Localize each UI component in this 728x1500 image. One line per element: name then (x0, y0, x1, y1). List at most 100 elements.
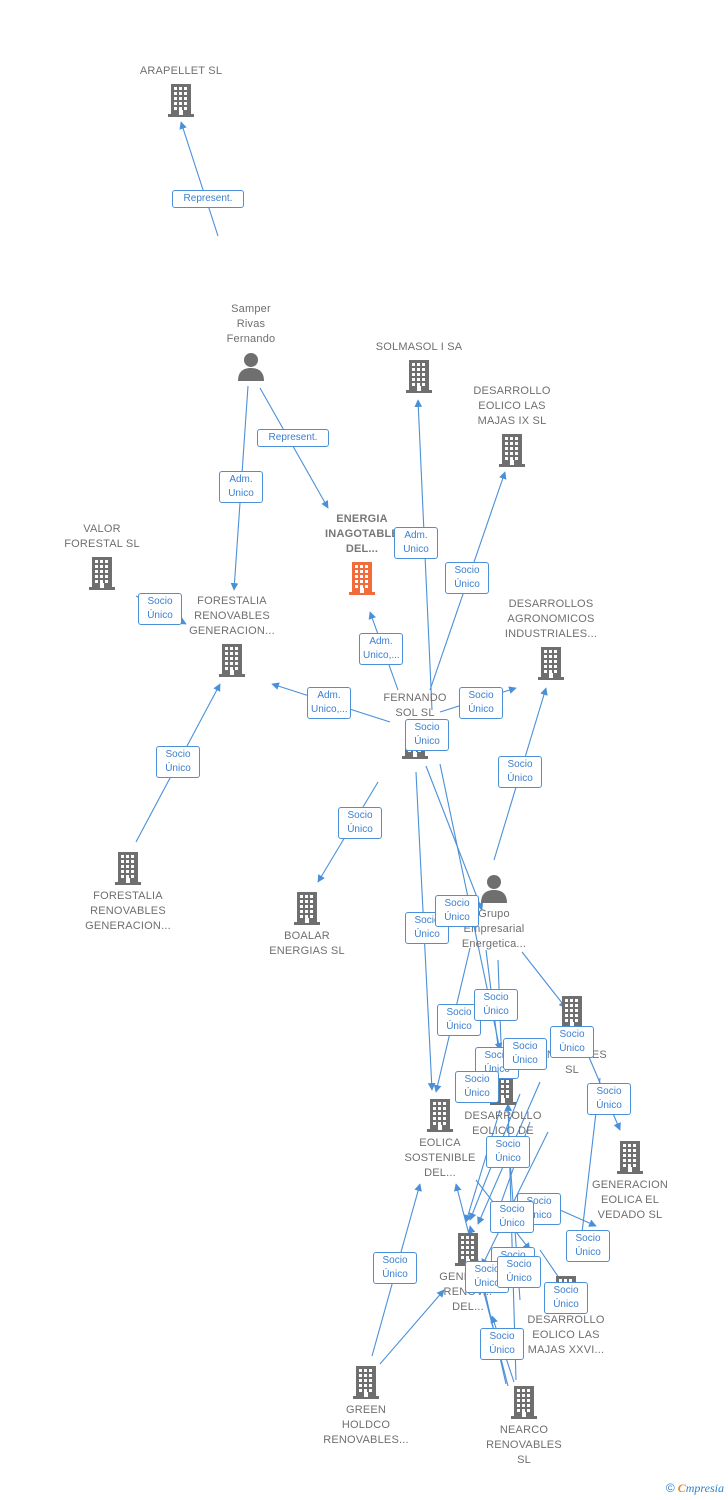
node-label: GREEN HOLDCO RENOVABLES... (323, 1404, 409, 1446)
node-green[interactable]: GREEN HOLDCO RENOVABLES... (301, 1365, 431, 1448)
building-icon (353, 1366, 379, 1399)
node-label: FERNANDO SOL SL (383, 692, 447, 719)
edge-line (559, 1209, 597, 1227)
relationship-label[interactable]: Socio Único (455, 1071, 499, 1103)
relationship-label[interactable]: Represent. (172, 190, 244, 208)
building-icon (447, 433, 577, 467)
node-grupo[interactable]: Grupo Empresarial Energetica... (429, 873, 559, 952)
node-vedado[interactable]: GENERACION EOLICA EL VEDADO SL (565, 1140, 695, 1223)
relationship-label[interactable]: Socio Único (544, 1282, 588, 1314)
node-label: Samper Rivas Fernando (226, 303, 276, 345)
building-icon (167, 643, 297, 677)
building-icon (459, 1385, 589, 1419)
person-icon (238, 353, 264, 381)
relationship-label[interactable]: Adm. Unico (219, 471, 263, 503)
edge-line (521, 951, 567, 1009)
node-label: GENERACION EOLICA EL VEDADO SL (592, 1179, 668, 1221)
node-label: FORESTALIA RENOVABLES GENERACION... (85, 890, 171, 932)
relationship-label[interactable]: Socio Único (435, 895, 479, 927)
node-label: FORESTALIA RENOVABLES GENERACION... (189, 595, 275, 637)
edge-line (481, 1131, 549, 1267)
relationship-label[interactable]: Represent. (257, 429, 329, 447)
node-forestalia1[interactable]: FORESTALIA RENOVABLES GENERACION... (167, 594, 297, 677)
building-icon (168, 84, 194, 117)
node-arapellet[interactable]: ARAPELLET SL (116, 64, 246, 117)
building-icon (617, 1141, 643, 1174)
building-icon (219, 644, 245, 677)
node-label: SOLMASOL I SA (375, 341, 463, 353)
node-label: Grupo Empresarial Energetica... (461, 908, 527, 950)
node-boalar[interactable]: BOALAR ENERGIAS SL (242, 891, 372, 959)
relationship-label[interactable]: Adm. Unico,... (359, 633, 403, 665)
brand-initial: C (677, 1481, 686, 1495)
building-icon (116, 83, 246, 117)
building-icon (89, 557, 115, 590)
node-label: DESARROLLO EOLICO LAS MAJAS XXVI... (527, 1314, 605, 1356)
relationship-label[interactable]: Socio Único (459, 687, 503, 719)
node-label: NEARCO RENOVABLES SL (486, 1424, 562, 1466)
relationship-label[interactable]: Socio Único (373, 1252, 417, 1284)
relationship-label[interactable]: Socio Único (156, 746, 200, 778)
node-label: DESARROLLOS AGRONOMICOS INDUSTRIALES... (504, 598, 598, 640)
building-icon (559, 996, 585, 1029)
building-icon (538, 647, 564, 680)
building-icon (499, 434, 525, 467)
building-icon (37, 556, 167, 590)
building-icon (63, 851, 193, 885)
edge-line (425, 765, 484, 911)
relationship-label[interactable]: Adm. Unico,... (307, 687, 351, 719)
edge-line (179, 121, 219, 237)
relationship-label[interactable]: Socio Único (405, 719, 449, 751)
node-label: DESARROLLO EOLICO LAS MAJAS IX SL (473, 385, 551, 427)
node-energia[interactable]: ENERGIA INAGOTABLE DEL... (297, 512, 427, 595)
building-icon (511, 1386, 537, 1419)
node-nearco[interactable]: NEARCO RENOVABLES SL (459, 1385, 589, 1468)
person-icon (481, 875, 507, 903)
edge-line (379, 1289, 445, 1365)
building-icon (294, 892, 320, 925)
brand-name: mpresia (685, 1481, 724, 1495)
node-label: ENERGIA INAGOTABLE DEL... (325, 513, 399, 555)
building-icon (354, 359, 484, 393)
node-desarrollos-agro[interactable]: DESARROLLOS AGRONOMICOS INDUSTRIALES... (486, 597, 616, 680)
relationship-label[interactable]: Socio Único (497, 1256, 541, 1288)
brand-footer: © Cmpresia (666, 1481, 724, 1496)
person-icon (186, 351, 316, 381)
node-label: EOLICA SOSTENIBLE DEL... (404, 1137, 476, 1179)
copyright-symbol: © (665, 1481, 675, 1495)
node-solmasol[interactable]: SOLMASOL I SA (354, 340, 484, 393)
relationship-label[interactable]: Socio Único (138, 593, 182, 625)
building-icon (349, 562, 375, 595)
relationship-label[interactable]: Socio Único (480, 1328, 524, 1360)
relationship-label[interactable]: Socio Único (550, 1026, 594, 1058)
relationship-label[interactable]: Socio Único (566, 1230, 610, 1262)
node-label: VALOR FORESTAL SL (64, 523, 140, 550)
person-icon (429, 873, 559, 903)
building-icon (375, 1098, 505, 1132)
edge-line (259, 387, 329, 509)
building-icon (115, 852, 141, 885)
building-icon (301, 1365, 431, 1399)
building-icon (507, 995, 637, 1029)
relationship-label[interactable]: Socio Único (587, 1083, 631, 1115)
relationship-label[interactable]: Socio Único (498, 756, 542, 788)
building-icon (242, 891, 372, 925)
node-forestalia2[interactable]: FORESTALIA RENOVABLES GENERACION... (63, 851, 193, 934)
relationship-label[interactable]: Socio Único (445, 562, 489, 594)
node-label: ARAPELLET SL (139, 65, 223, 77)
relationship-label[interactable]: Socio Único (338, 807, 382, 839)
relationship-label[interactable]: Adm. Unico (394, 527, 438, 559)
node-valor[interactable]: VALOR FORESTAL SL (37, 522, 167, 590)
building-icon (565, 1140, 695, 1174)
building-icon (406, 360, 432, 393)
relationship-label[interactable]: Socio Único (437, 1004, 481, 1036)
node-eolica[interactable]: EOLICA SOSTENIBLE DEL... (375, 1098, 505, 1181)
relationship-label[interactable]: Socio Único (474, 989, 518, 1021)
node-desarrollo-ix[interactable]: DESARROLLO EOLICO LAS MAJAS IX SL (447, 384, 577, 467)
relationship-label[interactable]: Socio Único (486, 1136, 530, 1168)
relationship-label[interactable]: Socio Único (503, 1038, 547, 1070)
node-samper[interactable]: Samper Rivas Fernando (186, 302, 316, 381)
node-label: BOALAR ENERGIAS SL (269, 930, 345, 957)
relationship-label[interactable]: Socio Único (490, 1201, 534, 1233)
building-icon (486, 646, 616, 680)
